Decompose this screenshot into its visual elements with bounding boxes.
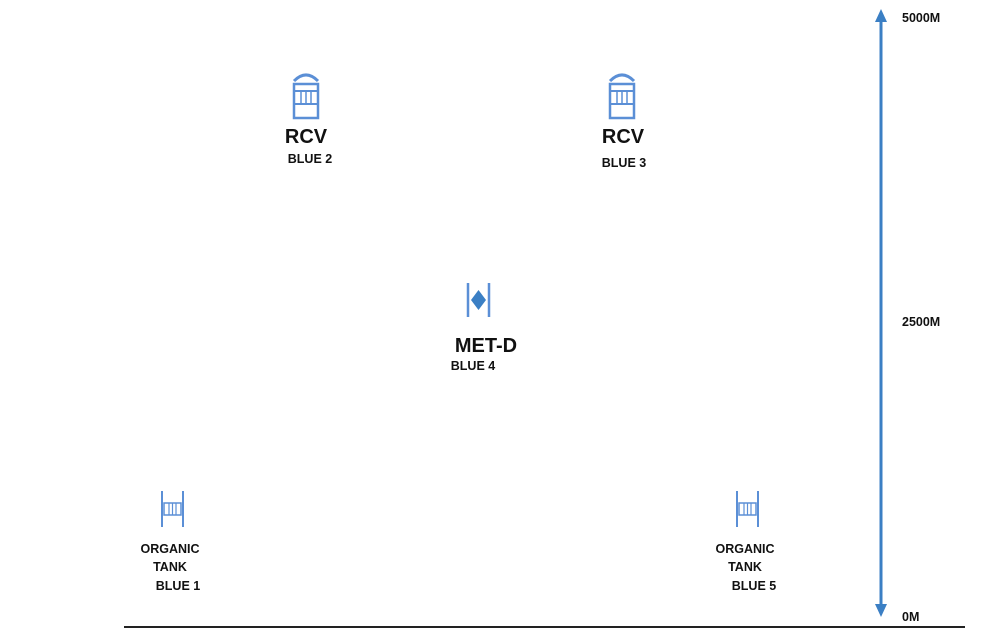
unit-label-line1: ORGANIC	[140, 542, 199, 556]
range-label-bottom: 0M	[902, 610, 919, 624]
unit-rcv-blue-3: RCV BLUE 3	[602, 73, 647, 170]
rcv-icon	[608, 73, 636, 120]
unit-label-line2: TANK	[728, 560, 762, 574]
range-scale-arrow-up-icon	[875, 9, 887, 22]
unit-callsign: BLUE 3	[602, 156, 647, 170]
unit-callsign: BLUE 4	[451, 359, 496, 373]
range-label-top: 5000M	[902, 11, 940, 25]
unit-callsign: BLUE 5	[732, 579, 777, 593]
unit-organic-tank-blue-5: ORGANIC TANK BLUE 5	[715, 491, 776, 593]
met-d-icon	[466, 283, 491, 317]
unit-type-label: RCV	[602, 126, 645, 148]
unit-met-d-blue-4: MET-D BLUE 4	[451, 283, 517, 373]
unit-label-line1: ORGANIC	[715, 542, 774, 556]
range-label-mid: 2500M	[902, 315, 940, 329]
tank-icon	[161, 491, 184, 527]
unit-type-label: MET-D	[455, 335, 517, 357]
unit-callsign: BLUE 2	[288, 152, 333, 166]
unit-rcv-blue-2: RCV BLUE 2	[285, 73, 333, 166]
range-scale: 5000M 2500M 0M	[875, 9, 940, 624]
unit-organic-tank-blue-1: ORGANIC TANK BLUE 1	[140, 491, 200, 593]
tank-icon	[736, 491, 759, 527]
range-scale-arrow-down-icon	[875, 604, 887, 617]
unit-label-line2: TANK	[153, 560, 187, 574]
unit-callsign: BLUE 1	[156, 579, 201, 593]
unit-type-label: RCV	[285, 126, 328, 148]
rcv-icon	[292, 73, 320, 120]
